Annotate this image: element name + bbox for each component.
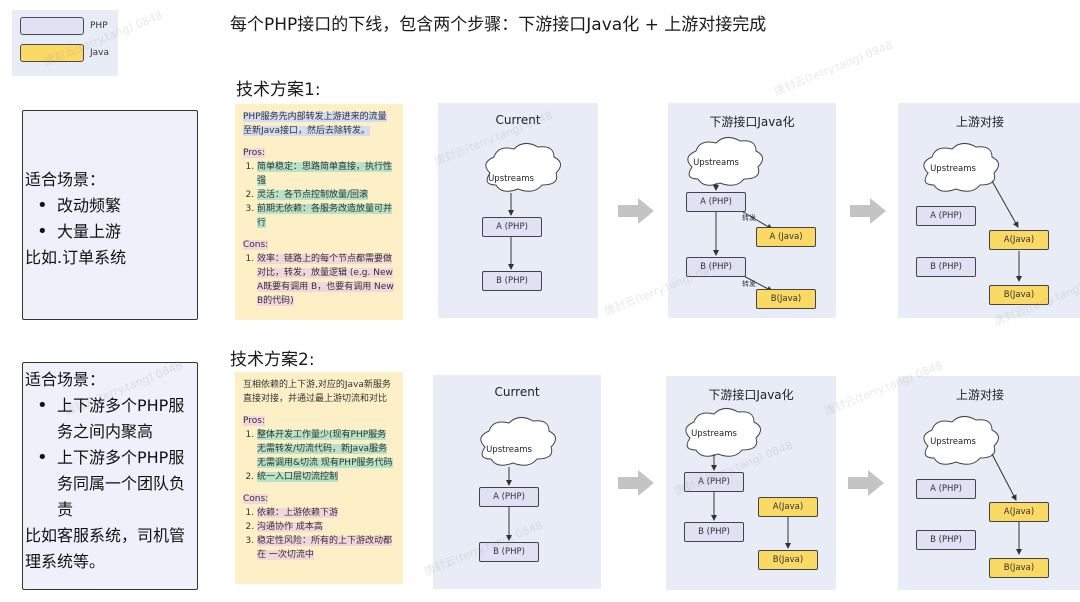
scheme1-scenario-item: 大量上游: [37, 219, 197, 245]
scheme2-scenario-item: 上下游多个PHP服务之间内聚高: [37, 393, 197, 445]
node-a-php: A (PHP): [479, 487, 539, 507]
scheme1-scenario-list: 改动频繁 大量上游: [23, 193, 197, 245]
scheme2-panel-upstream: 上游对接 Upstreams A (PHP) A(Java) B (PHP) B…: [898, 376, 1080, 590]
upstreams-label: Upstreams: [488, 174, 534, 184]
node-a-java: A (Java): [756, 227, 816, 247]
node-a-php: A (PHP): [482, 217, 542, 237]
scheme1-note: PHP服务先内部转发上游进来的流量至新Java接口，然后去除转发。 Pros: …: [235, 104, 403, 320]
upstreams-label: Upstreams: [486, 445, 532, 455]
scheme2-cons-list: 依赖：上游依赖下游 沟通协作 成本高 稳定性风险：所有的上下游改动都在 一次切流…: [243, 506, 395, 562]
step-arrow-icon: [618, 198, 654, 224]
upstreams-label: Upstreams: [693, 158, 739, 168]
scheme1-scenario-item: 改动频繁: [37, 193, 197, 219]
scheme2-scenario-footer: 比如客服系统，司机管理系统等。: [25, 526, 186, 571]
edges: [685, 408, 791, 549]
scheme1-scenario-footer: 比如.订单系统: [25, 248, 127, 267]
node-b-php: B (PHP): [686, 257, 746, 277]
scheme1-title: 技术方案1:: [236, 80, 321, 100]
scheme2-pros-item: 统一入口层切流控制: [257, 470, 395, 484]
edges: [923, 143, 1022, 282]
scheme2-scenario-header: 适合场景：: [25, 370, 106, 389]
scheme2-note-intro: 互相依赖的上下游,对应的Java新服务直接对接，并通过最上游切流和对比: [243, 380, 391, 404]
scheme1-cons-item: 效率：链路上的每个节点都需要做 对比，转发，放量逻辑 (e.g. New A既要…: [257, 252, 395, 308]
node-b-java: B(Java): [758, 550, 818, 570]
panel-title: 下游接口Java化: [709, 115, 795, 129]
scheme1-pros-item: 灵活：各节点控制放量/回滚: [257, 188, 395, 202]
panel-title: 上游对接: [955, 115, 1004, 129]
scheme2-scenario-list: 上下游多个PHP服务之间内聚高 上下游多个PHP服务同属一个团队负责: [23, 393, 197, 523]
node-b-php: B (PHP): [916, 257, 976, 277]
scheme1-panel-java: 下游接口Java化 Upstreams A (PHP) 转发 A (Java) …: [668, 103, 836, 318]
panel-title: 下游接口Java化: [708, 388, 794, 402]
scheme2-cons-item: 依赖：上游依赖下游: [257, 506, 395, 520]
scheme1-panel-current: Current Upstreams A (PHP) B (PHP): [438, 103, 598, 318]
scheme2-note: 互相依赖的上下游,对应的Java新服务直接对接，并通过最上游切流和对比 Pros…: [235, 372, 403, 584]
main-title: 每个PHP接口的下线，包含两个步骤：下游接口Java化 + 上游对接完成: [230, 15, 767, 35]
scheme2-pros-list: 整体开发工作量少(现有PHP服务无需转发/切流代码，新Java服务无需调用&切流…: [243, 428, 395, 484]
legend-php-label: PHP: [90, 21, 108, 31]
scheme2-pros-label: Pros:: [243, 416, 265, 426]
scheme1-cons-list: 效率：链路上的每个节点都需要做 对比，转发，放量逻辑 (e.g. New A既要…: [243, 252, 395, 308]
scheme1-pros-item: 简单稳定：思路简单直接，执行性强: [257, 160, 395, 188]
panel-title: Current: [495, 113, 541, 127]
node-b-java: B(Java): [989, 285, 1049, 305]
scheme2-title: 技术方案2:: [230, 350, 315, 370]
edges: [923, 416, 1022, 555]
scheme1-scenario-header: 适合场景：: [25, 170, 106, 189]
node-b-java: B(Java): [989, 558, 1049, 578]
scheme2-pros-item: 整体开发工作量少(现有PHP服务无需转发/切流代码，新Java服务无需调用&切流…: [257, 428, 395, 470]
scheme2-panel-java: 下游接口Java化 Upstreams A (PHP) A(Java) B (P…: [666, 376, 836, 590]
panel-title: Current: [494, 385, 540, 399]
scheme2-scenario-item: 上下游多个PHP服务同属一个团队负责: [37, 445, 197, 523]
scheme2-cons-item: 沟通协作 成本高: [257, 520, 395, 534]
scheme1-cons-label: Cons:: [243, 240, 269, 250]
watermark: 唐封云(terry.tang) 0848: [772, 38, 895, 99]
edges: [485, 143, 561, 270]
node-b-php: B (PHP): [479, 542, 539, 562]
upstreams-label: Upstreams: [930, 164, 976, 174]
scheme1-pros-list: 简单稳定：思路简单直接，执行性强 灵活：各节点控制放量/回滚 前期无依赖：各服务…: [243, 160, 395, 230]
scheme1-pros-item: 前期无依赖：各服务改造放量可并行: [257, 202, 395, 230]
scheme1-pros-label: Pros:: [243, 148, 265, 158]
forward-label: 转发: [742, 280, 756, 288]
node-a-php: A (PHP): [686, 192, 746, 212]
node-a-java: A(Java): [758, 497, 818, 517]
legend-java-label: Java: [90, 48, 110, 58]
step-arrow-icon: [848, 470, 884, 496]
scheme1-scenario-box: 适合场景： 改动频繁 大量上游 比如.订单系统: [22, 110, 198, 320]
legend-java-swatch: [20, 44, 84, 62]
node-a-java: A(Java): [989, 502, 1049, 522]
legend-php-swatch: [20, 17, 84, 35]
scheme2-panel-current: Current Upstreams A (PHP) B (PHP): [433, 375, 601, 589]
node-a-php: A (PHP): [916, 206, 976, 226]
scheme2-cons-item: 稳定性风险：所有的上下游改动都在 一次切流中: [257, 534, 395, 562]
node-b-php: B (PHP): [684, 522, 744, 542]
legend: PHP Java: [12, 10, 118, 76]
forward-label: 转发: [742, 214, 756, 222]
node-b-php: B (PHP): [482, 271, 542, 291]
scheme2-scenario-box: 适合场景： 上下游多个PHP服务之间内聚高 上下游多个PHP服务同属一个团队负责…: [22, 362, 198, 590]
step-arrow-icon: [850, 198, 886, 224]
step-arrow-icon: [618, 470, 654, 496]
node-a-java: A(Java): [989, 230, 1049, 250]
upstreams-label: Upstreams: [691, 429, 737, 439]
node-a-php: A (PHP): [916, 479, 976, 499]
node-b-php: B (PHP): [916, 530, 976, 550]
node-a-php: A (PHP): [684, 472, 744, 492]
upstreams-label: Upstreams: [930, 437, 976, 447]
scheme2-cons-label: Cons:: [243, 494, 269, 504]
scheme1-note-intro: PHP服务先内部转发上游进来的流量至新Java接口，然后去除转发。: [243, 112, 387, 136]
node-b-java: B(Java): [756, 289, 816, 309]
edges: [480, 417, 556, 541]
scheme1-panel-upstream: 上游对接 Upstreams A (PHP) A(Java) B (PHP) B…: [898, 103, 1080, 318]
panel-title: 上游对接: [955, 388, 1004, 402]
